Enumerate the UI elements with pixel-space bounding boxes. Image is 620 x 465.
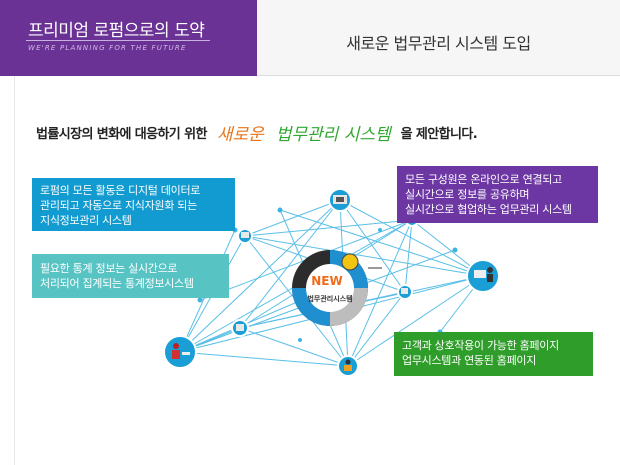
info-box-collaboration: 모든 구성원은 온라인으로 연결되고 실시간으로 정보를 공유하며 실시간으로 … — [397, 166, 598, 223]
headline: 법률시장의 변화에 대응하기 위한 새로운 법무관리 시스템 을 제안합니다. — [36, 118, 478, 146]
brand-divider — [26, 40, 210, 41]
headline-highlight-new: 새로운 — [216, 124, 264, 145]
info-box-line: 실시간으로 정보를 공유하며 — [405, 188, 530, 201]
brand-banner: 프리미엄 로펌으로의 도약 WE'RE PLANNING FOR THE FUT… — [0, 0, 257, 76]
headline-suffix: 을 제안합니다. — [400, 126, 478, 142]
info-box-line: 고객과 상호작용이 가능한 홈페이지 — [402, 339, 559, 352]
node-right-small — [397, 284, 413, 300]
info-box-line: 지식정보관리 시스템 — [40, 214, 132, 227]
hub-center — [306, 264, 354, 312]
info-box-line: 업무시스템과 연동된 홈페이지 — [402, 354, 537, 367]
info-box-knowledge: 로펌의 모든 활동은 디지털 데이터로 관리되고 자동으로 지식자원화 되는 지… — [32, 178, 235, 231]
headline-prefix: 법률시장의 변화에 대응하기 위한 — [36, 126, 207, 142]
hub-new-badge: NEW — [311, 274, 342, 288]
info-box-line: 로펌의 모든 활동은 디지털 데이터로 — [40, 184, 201, 197]
hub: NEW 법무관리시스템 — [292, 250, 382, 326]
info-box-homepage: 고객과 상호작용이 가능한 홈페이지 업무시스템과 연동된 홈페이지 — [394, 332, 593, 376]
info-box-line: 관리되고 자동으로 지식자원화 되는 — [40, 199, 197, 212]
page-title: 새로운 법무관리 시스템 도입 — [346, 34, 531, 53]
hub-label: 법무관리시스템 — [307, 294, 352, 303]
info-box-line: 필요한 통계 정보는 실시간으로 — [40, 262, 178, 275]
header: 프리미엄 로펌으로의 도약 WE'RE PLANNING FOR THE FUT… — [0, 0, 620, 76]
info-box-statistics: 필요한 통계 정보는 실시간으로 처리되어 집계되는 통계정보시스템 — [32, 254, 229, 298]
desk-worker-icon-left — [163, 335, 197, 369]
brand-title: 프리미엄 로펌으로의 도약 — [28, 21, 205, 41]
node-bottom — [337, 355, 359, 377]
hub-cd-icon — [341, 253, 359, 271]
info-box-line: 처리되어 집계되는 통계정보시스템 — [40, 277, 194, 290]
desk-worker-icon — [466, 259, 500, 293]
title-bar: 새로운 법무관리 시스템 도입 — [257, 0, 620, 76]
headline-highlight-system: 법무관리 시스템 — [275, 124, 391, 145]
left-divider — [14, 76, 15, 465]
brand-subtitle: WE'RE PLANNING FOR THE FUTURE — [28, 44, 187, 52]
info-box-line: 실시간으로 협업하는 업무관리 시스템 — [405, 203, 572, 216]
node-left-mid — [231, 319, 249, 337]
computer-node-icon — [328, 188, 352, 212]
node-top-left — [237, 228, 253, 244]
info-box-line: 모든 구성원은 온라인으로 연결되고 — [405, 173, 562, 186]
